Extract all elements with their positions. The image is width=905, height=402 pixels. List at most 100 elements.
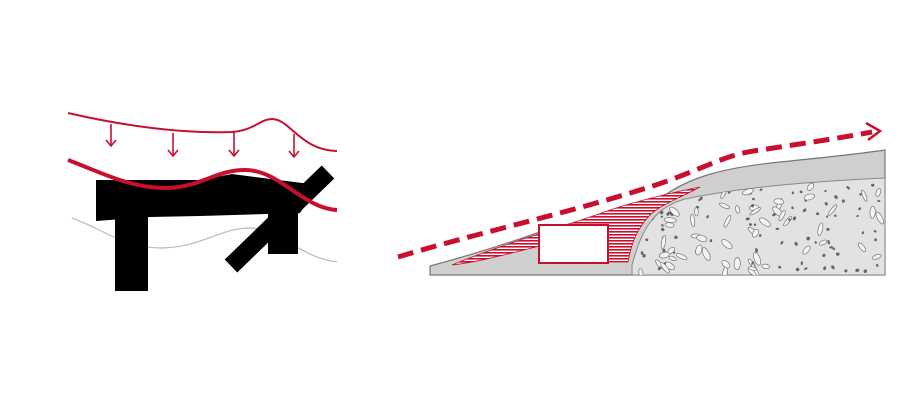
- down-arrow-3: [228, 132, 240, 158]
- aggregate-speckle: [802, 245, 811, 255]
- diagonal-beam: [224, 165, 335, 273]
- aggregate-speckle: [861, 189, 868, 202]
- aggregate-speckle: [834, 195, 838, 199]
- aggregate-speckle: [753, 223, 757, 226]
- aggregate-speckle: [831, 265, 835, 270]
- aggregate-fill: [631, 177, 886, 276]
- aggregate-speckle: [855, 268, 860, 272]
- left-panel: [67, 112, 338, 291]
- aggregate-speckle: [834, 214, 837, 217]
- aggregate-speckle: [778, 210, 786, 222]
- aggregate-speckle: [788, 218, 791, 221]
- aggregate-speckle: [858, 242, 866, 252]
- aggregate-speckle: [799, 190, 803, 194]
- aggregate-speckle: [661, 224, 664, 227]
- aggregate-speckle: [674, 235, 678, 240]
- aggregate-speckle: [695, 244, 703, 256]
- aggregate-speckle: [800, 261, 803, 266]
- aggregate-speckle: [804, 267, 808, 270]
- aggregate-speckle: [721, 239, 733, 250]
- down-arrow-2: [167, 133, 179, 158]
- aggregate-speckle: [802, 208, 807, 213]
- aggregate-speckle: [877, 199, 881, 203]
- right-panel: [397, 121, 886, 276]
- aggregate-speckle: [823, 266, 827, 271]
- aggregate-speckle: [748, 223, 752, 226]
- aggregate-speckle: [824, 189, 827, 193]
- aggregate-speckle: [759, 188, 763, 191]
- aggregate-speckle: [791, 206, 794, 210]
- aggregate-speckle: [795, 267, 800, 272]
- aggregate-speckle: [658, 251, 670, 259]
- aggregate-speckle: [719, 202, 730, 210]
- aggregate-speckle: [645, 238, 649, 242]
- aggregate-speckle: [673, 251, 676, 254]
- aggregate-speckle: [752, 228, 760, 238]
- aggregate-speckle: [869, 205, 876, 219]
- aggregate-speckle: [701, 247, 711, 261]
- aggregate-speckle: [753, 251, 762, 266]
- down-arrow-1: [105, 124, 117, 148]
- aggregate-speckle: [874, 238, 877, 242]
- aggregate-speckle: [803, 193, 816, 201]
- aggregate-speckle: [663, 217, 677, 223]
- aggregate-speckle: [778, 265, 782, 269]
- aggregate-speckle: [640, 251, 644, 255]
- aggregate-speckle: [856, 214, 859, 218]
- aggregate-speckle: [638, 268, 644, 275]
- down-arrow-4: [288, 134, 300, 159]
- aggregate-speckle: [794, 242, 798, 246]
- aggregate-speckle: [824, 202, 828, 206]
- aggregate-speckle: [735, 205, 740, 214]
- aggregate-speckle: [818, 239, 828, 246]
- aggregate-speckle: [875, 188, 882, 197]
- aggregate-speckle: [749, 207, 761, 216]
- red-roof-line: [67, 158, 338, 212]
- white-building-block: [538, 224, 609, 264]
- aggregate-speckle: [827, 240, 831, 245]
- aggregate-speckle: [871, 183, 875, 187]
- aggregate-speckle: [742, 188, 754, 196]
- dashed-flow-arrow: [397, 129, 873, 260]
- aggregate-speckle: [873, 230, 877, 233]
- aggregate-speckle: [807, 182, 815, 191]
- aggregate-speckle: [706, 215, 709, 219]
- aggregate-speckle: [835, 252, 840, 256]
- aggregate-speckle: [668, 255, 677, 262]
- aggregate-speckle: [699, 196, 703, 201]
- aggregate-speckle: [755, 248, 758, 253]
- aggregate-speckle: [752, 197, 755, 201]
- aggregate-speckle: [814, 241, 817, 244]
- aggregate-speckle: [816, 212, 820, 216]
- aggregate-speckle: [875, 264, 879, 267]
- aggregate-speckle: [659, 210, 664, 215]
- aggregate-speckle: [759, 217, 771, 227]
- aggregate-speckle: [657, 266, 662, 271]
- aggregate-speckle: [745, 217, 750, 221]
- black-structure: [96, 165, 335, 291]
- aggregate-speckle: [827, 204, 838, 216]
- aggregate-speckle: [658, 190, 662, 193]
- aggregate-speckle: [775, 227, 780, 231]
- aggregate-speckle: [858, 207, 861, 211]
- aggregate-speckle: [696, 205, 699, 209]
- structure-column: [115, 205, 148, 291]
- aggregate-speckle: [832, 247, 836, 251]
- aggregate-speckle: [871, 254, 882, 260]
- aggregate-speckle: [696, 234, 708, 242]
- aggregate-speckle: [669, 206, 680, 217]
- aggregate-speckle: [748, 266, 758, 271]
- aggregate-speckle: [861, 231, 865, 235]
- aggregate-speckle: [675, 253, 688, 260]
- aggregate-speckle: [780, 240, 784, 245]
- aggregate-speckle: [846, 186, 850, 190]
- aggregate-speckle: [806, 236, 811, 241]
- aggregate-speckle: [773, 198, 785, 205]
- aggregate-speckle: [721, 259, 731, 269]
- aggregate-speckle: [642, 254, 646, 258]
- aggregate-speckle: [826, 227, 830, 231]
- aggregate-speckle: [723, 214, 732, 228]
- aggregate-speckle: [863, 269, 868, 273]
